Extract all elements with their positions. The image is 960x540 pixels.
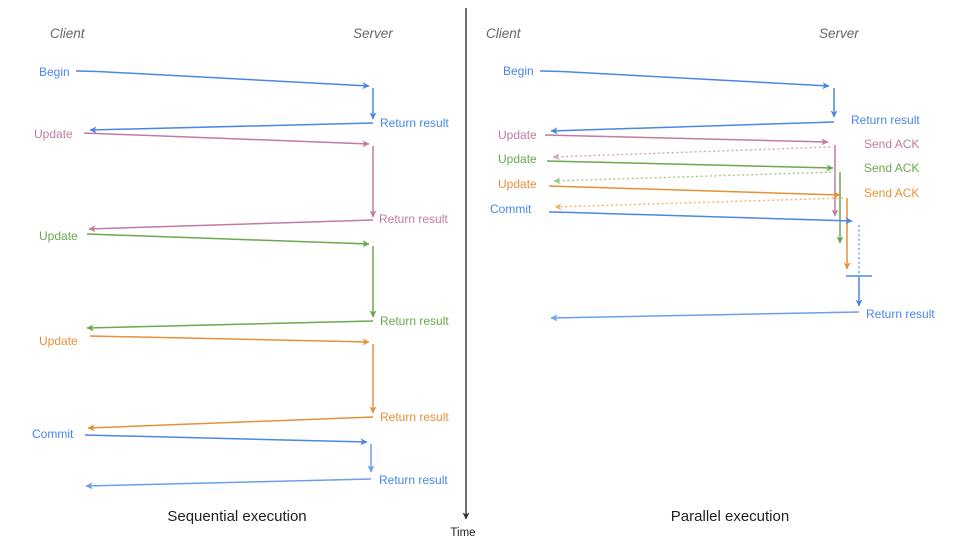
par-update-2-label: Update bbox=[498, 152, 537, 166]
par-commit-return-line bbox=[550, 311, 860, 322]
seq-update-3-return-line bbox=[87, 416, 374, 432]
seq-update-1-request-line bbox=[83, 132, 370, 148]
par-server-header: Server bbox=[819, 26, 859, 41]
seq-commit-request-line bbox=[84, 434, 368, 446]
seq-server-header: Server bbox=[353, 26, 393, 41]
par-send-ack-3-line bbox=[554, 197, 844, 211]
seq-return-result-2-label: Return result bbox=[379, 212, 448, 226]
seq-update-1-label: Update bbox=[34, 127, 73, 141]
sequential-caption: Sequential execution bbox=[167, 508, 306, 525]
par-update-3-label: Update bbox=[498, 177, 537, 191]
par-update-3-request-line bbox=[548, 185, 841, 199]
par-send-ack-2-label: Send ACK bbox=[864, 161, 919, 175]
par-update-1-label: Update bbox=[498, 128, 537, 142]
par-return-result-1-label: Return result bbox=[851, 113, 920, 127]
seq-begin-return-line bbox=[89, 122, 374, 134]
seq-begin-request-line bbox=[75, 70, 370, 90]
seq-return-result-1-label: Return result bbox=[380, 116, 449, 130]
par-begin-label: Begin bbox=[503, 64, 534, 78]
par-client-header: Client bbox=[486, 26, 522, 41]
time-axis: Time bbox=[450, 8, 476, 539]
par-update-1-request-line bbox=[544, 134, 829, 146]
par-send-ack-1-label: Send ACK bbox=[864, 137, 919, 151]
seq-commit-return-line bbox=[85, 478, 372, 490]
seq-update-2-request-line bbox=[86, 233, 370, 248]
time-axis-label: Time bbox=[450, 527, 475, 539]
par-commit-request-line bbox=[548, 211, 853, 225]
seq-update-3-request-line bbox=[89, 335, 370, 346]
seq-update-2-return-line bbox=[86, 320, 374, 332]
seq-return-result-4-label: Return result bbox=[380, 410, 449, 424]
seq-client-header: Client bbox=[50, 26, 86, 41]
seq-begin-label: Begin bbox=[39, 65, 70, 79]
sequential-panel: Client Server Begin Return result Update… bbox=[32, 26, 449, 525]
par-begin-return-line bbox=[550, 121, 835, 135]
seq-return-result-3-label: Return result bbox=[380, 314, 449, 328]
seq-update-1-return-line bbox=[88, 219, 374, 233]
seq-commit-label: Commit bbox=[32, 427, 74, 441]
par-update-2-request-line bbox=[546, 160, 834, 172]
seq-update-3-label: Update bbox=[39, 334, 78, 348]
seq-return-result-5-label: Return result bbox=[379, 473, 448, 487]
par-commit-label: Commit bbox=[490, 202, 532, 216]
par-send-ack-2-line bbox=[553, 171, 837, 185]
par-begin-request-line bbox=[539, 70, 830, 90]
par-send-ack-3-label: Send ACK bbox=[864, 186, 919, 200]
par-return-result-5-label: Return result bbox=[866, 307, 935, 321]
seq-update-2-label: Update bbox=[39, 229, 78, 243]
parallel-caption: Parallel execution bbox=[671, 508, 789, 525]
par-send-ack-1-line bbox=[552, 146, 831, 161]
parallel-panel: Client Server Begin Return result Update… bbox=[486, 26, 935, 525]
